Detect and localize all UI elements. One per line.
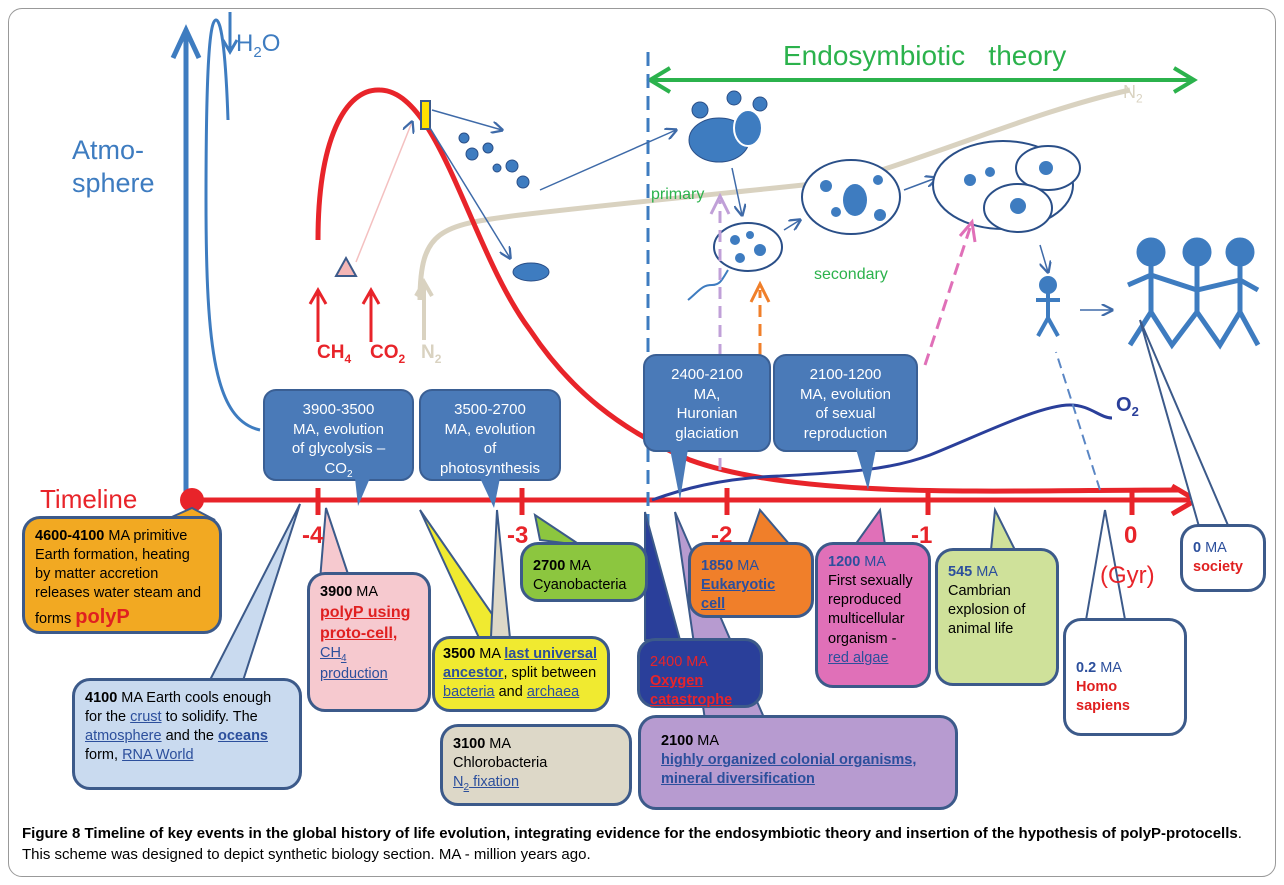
prokaryote-particles [458, 132, 530, 189]
o2-label: O2 [1116, 394, 1139, 419]
cell-large [932, 140, 1081, 233]
society-figures [1127, 237, 1261, 350]
callout-shapes [263, 354, 918, 508]
atmosphere-axis [170, 12, 261, 500]
event-box-3900: 3900 MA polyP using proto-cell,CH4 produ… [307, 572, 431, 712]
protocell-rect [420, 100, 431, 130]
timeline-label: Timeline [40, 484, 138, 514]
cell-small [713, 222, 783, 272]
figure-caption: Figure 8 Timeline of key events in the g… [22, 825, 1242, 863]
primary-host-cell [688, 90, 768, 163]
ch4-label: CH4 [317, 342, 352, 366]
h2o-label: H2O [236, 30, 281, 61]
event-box-3500: 3500 MA last universal ancestor, split b… [432, 636, 610, 712]
event-box-4600: 4600-4100 MA primitive Earth formation, … [22, 516, 222, 634]
tick-label: 0 [1124, 522, 1138, 549]
cell-oval [512, 262, 550, 282]
secondary-label: secondary [814, 266, 888, 283]
ch4-co2-curve [315, 87, 1181, 494]
event-box-4100: 4100 MA Earth cools enough for the crust… [72, 678, 302, 790]
endosymbiotic-arrow [646, 66, 1198, 94]
tick-label: -4 [302, 522, 324, 549]
gyr-label: (Gyr) [1100, 562, 1155, 589]
co2-label: CO2 [370, 342, 406, 366]
protocell-triangle [334, 255, 358, 277]
cell-medium [801, 159, 901, 235]
endosymbiotic-label: Endosymbiotic theory [783, 40, 1067, 71]
o2-curve [651, 403, 1113, 502]
atmosphere-label: Atmo-sphere [72, 135, 155, 198]
primary-label: primary [651, 186, 705, 203]
blue-dashed-arrow [1055, 351, 1101, 491]
human-figure [1036, 276, 1060, 337]
n2-curve [417, 87, 1131, 301]
tick-label: -3 [507, 522, 529, 549]
n2-top-label: N2 [1123, 82, 1143, 106]
n2-gas-label: N2 [421, 342, 442, 366]
pink-dashed-arrow [923, 227, 972, 366]
